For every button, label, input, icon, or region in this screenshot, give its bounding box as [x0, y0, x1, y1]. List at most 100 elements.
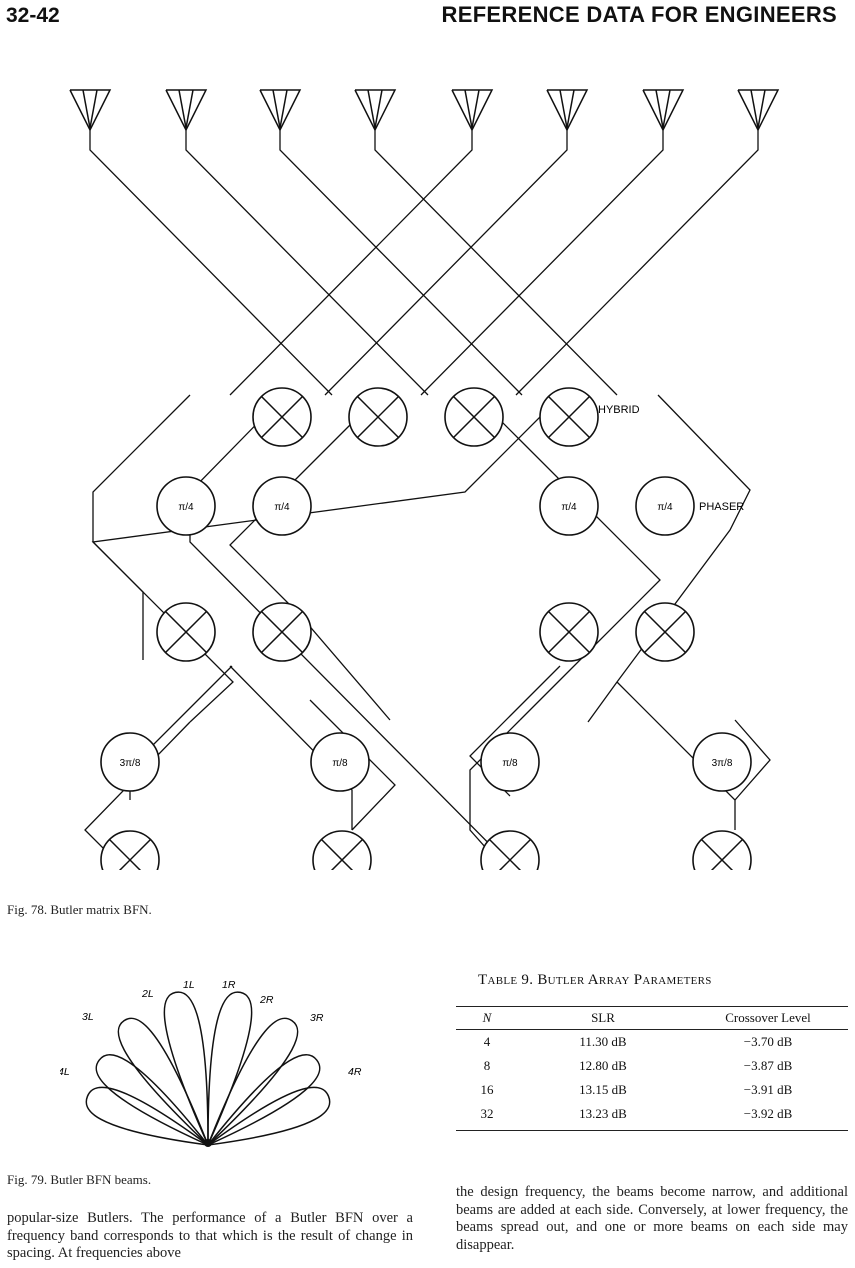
phaser-label: PHASER [699, 501, 744, 513]
cell-slr: 13.23 dB [579, 1106, 627, 1121]
cell-crossover: −3.70 dB [743, 1034, 793, 1049]
link-line [229, 394, 391, 721]
cell-slr: 11.30 dB [579, 1034, 627, 1049]
hybrids-and-phasers: π/4 π/4 π/4 π/4 3π/8 π/8 π/8 3π/8 [100, 387, 752, 870]
antenna-row [69, 89, 780, 132]
hybrid-junction [692, 830, 752, 870]
feed-line [279, 125, 523, 396]
phase-shifter: π/4 [635, 476, 695, 536]
body-text-left: popular-size Butlers. The performance of… [7, 1210, 413, 1261]
phase-shifter: π/4 [156, 476, 216, 536]
phase-shifter: π/4 [539, 476, 599, 536]
beam-lobe [117, 1017, 209, 1146]
beam-lobe [207, 1086, 331, 1146]
beam-label: 1L [183, 979, 195, 991]
page-number: 32-42 [6, 4, 60, 27]
phase-shifter: π/4 [252, 476, 312, 536]
antenna-icon [546, 89, 589, 132]
hybrid-label: HYBRID [598, 404, 640, 416]
antenna-icon [165, 89, 208, 132]
phase-shifter: 3π/8 [100, 732, 160, 792]
hybrid-junction [480, 830, 540, 870]
hybrid-junction [539, 387, 599, 447]
beam-pattern-diagram: 4L 3L 2L 1L 1R 2R 3R 4R [60, 979, 362, 1147]
cell-crossover: −3.92 dB [743, 1106, 793, 1121]
running-title: REFERENCE DATA FOR ENGINEERS [441, 2, 837, 27]
phase-label: π/8 [332, 758, 348, 769]
link-line [587, 394, 751, 723]
feed-line [89, 125, 333, 396]
beam-lobe [207, 1054, 321, 1146]
beam-lobe [163, 991, 209, 1146]
phase-label: π/4 [274, 502, 290, 513]
butler-parameters-table: N SLR Crossover Level 4 11.30 dB −3.70 d… [456, 1006, 848, 1131]
table-row: 8 12.80 dB −3.87 dB [456, 1054, 848, 1078]
antenna-icon [69, 89, 112, 132]
table-row: 4 11.30 dB −3.70 dB [456, 1030, 848, 1055]
cell-n: 16 [480, 1082, 494, 1097]
phase-shifter: π/8 [480, 732, 540, 792]
table9-title: Table 9. Butler Array Parameters [478, 972, 712, 988]
link-line [92, 394, 191, 660]
phase-label: π/4 [561, 502, 577, 513]
phase-label: 3π/8 [120, 758, 141, 769]
antenna-icon [642, 89, 685, 132]
hybrid-junction [444, 387, 504, 447]
phase-label: 3π/8 [712, 758, 733, 769]
beam-label: 3L [82, 1011, 94, 1023]
beam-label: 3R [310, 1012, 324, 1024]
beam-labels: 4L 3L 2L 1L 1R 2R 3R 4R [60, 979, 362, 1078]
link-line [734, 719, 771, 801]
column-header-slr: SLR [591, 1010, 615, 1025]
beam-lobes [85, 991, 331, 1147]
beam-origin [204, 1139, 212, 1147]
fig79-caption: Fig. 79. Butler BFN beams. [7, 1172, 152, 1187]
feed-line [420, 125, 664, 396]
hybrid-junction [635, 602, 695, 662]
feed-line [374, 125, 618, 396]
table-header-row: N SLR Crossover Level [456, 1006, 848, 1030]
phase-shifter: π/8 [310, 732, 370, 792]
hybrid-junction [100, 830, 160, 870]
fig78-caption: Fig. 78. Butler matrix BFN. [7, 902, 152, 917]
body-text-right: the design frequency, the beams become n… [456, 1184, 848, 1253]
beam-label: 4L [60, 1066, 70, 1078]
table-row: 16 13.15 dB −3.91 dB [456, 1078, 848, 1102]
beam-lobe [207, 991, 253, 1146]
hybrid-junction [312, 830, 372, 870]
hybrid-junction [252, 602, 312, 662]
feed-line [229, 125, 473, 396]
phase-shifter: 3π/8 [692, 732, 752, 792]
beam-lobe [207, 1017, 299, 1146]
link-line [189, 394, 517, 870]
feed-line [324, 125, 568, 396]
antenna-icon [259, 89, 302, 132]
antenna-icon [737, 89, 780, 132]
antenna-icon [451, 89, 494, 132]
cell-n: 8 [483, 1058, 491, 1073]
phase-label: π/4 [178, 502, 194, 513]
cell-n: 4 [483, 1034, 491, 1049]
beam-label: 4R [348, 1066, 362, 1078]
hybrid-junction [252, 387, 312, 447]
hybrid-junction [348, 387, 408, 447]
cell-n: 32 [480, 1106, 494, 1121]
link-line [474, 394, 661, 721]
hybrid-junction [539, 602, 599, 662]
cell-crossover: −3.91 dB [743, 1082, 793, 1097]
column-header-n: N [482, 1010, 492, 1025]
beam-label: 2R [259, 994, 274, 1006]
link-line [309, 699, 396, 831]
antenna-icon [354, 89, 397, 132]
feed-line [515, 125, 759, 396]
beam-lobe [85, 1086, 209, 1146]
feed-line [185, 125, 429, 396]
phase-label: π/8 [502, 758, 518, 769]
link-line [229, 665, 353, 830]
beam-label: 1R [222, 979, 236, 991]
cell-slr: 13.15 dB [579, 1082, 627, 1097]
beam-label: 2L [141, 988, 154, 1000]
cell-crossover: −3.87 dB [743, 1058, 793, 1073]
phase-label: π/4 [657, 502, 673, 513]
table-row: 32 13.23 dB −3.92 dB [456, 1102, 848, 1131]
